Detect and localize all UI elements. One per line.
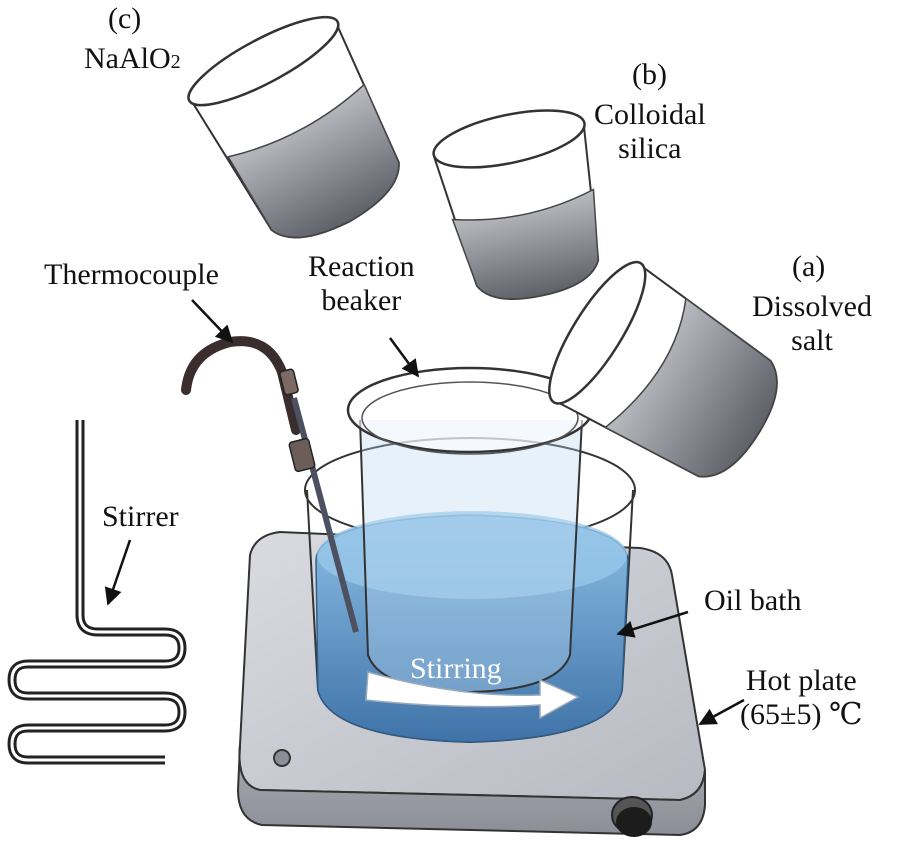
stirrer [7,420,187,765]
beaker-b [432,109,600,300]
colloidal-silica-label: Colloidal silica [594,98,706,166]
naalo2-subscript: 2 [170,51,181,73]
stirrer-label: Stirrer [102,500,179,533]
stirring-arrow [365,671,580,720]
stirrer-pointer [104,539,132,606]
thermocouple-pointer [191,299,234,344]
hot-plate-pointer [698,698,745,726]
naalo2-formula: NaAlO [84,42,171,75]
indicator-light-icon [273,749,291,767]
beaker-a [548,260,778,478]
dissolved-salt-line2: salt [791,324,833,357]
dissolved-salt-line1: Dissolved [752,290,872,323]
stirring-label: Stirring [410,652,502,685]
colloidal-silica-line1: Colloidal [594,98,706,131]
oil-bath-pointer [616,610,689,638]
thermocouple-label: Thermocouple [44,258,219,291]
hot-plate-line1: Hot plate [745,664,857,697]
beaker-b-letter: (b) [632,58,667,91]
control-knob [611,796,653,837]
reaction-beaker [346,366,594,694]
beaker-c-letter: (c) [108,2,142,35]
reaction-beaker-line2: beaker [321,284,402,317]
reaction-beaker-pointer [388,337,420,378]
beaker-c [187,15,400,239]
reaction-beaker-line1: Reaction [308,250,415,283]
hot-plate-line2: (65±5) ℃ [740,698,863,731]
reaction-beaker-label: Reaction beaker [308,250,415,318]
pointer-arrows [104,299,745,726]
oil-bath-label: Oil bath [704,584,802,617]
hot-plate-label: Hot plate (65±5) ℃ [740,664,863,732]
naalo2-label: NaAlO2 [84,42,181,79]
dissolved-salt-label: Dissolved salt [752,290,872,358]
colloidal-silica-line2: silica [618,132,682,165]
beaker-a-letter: (a) [792,250,826,283]
